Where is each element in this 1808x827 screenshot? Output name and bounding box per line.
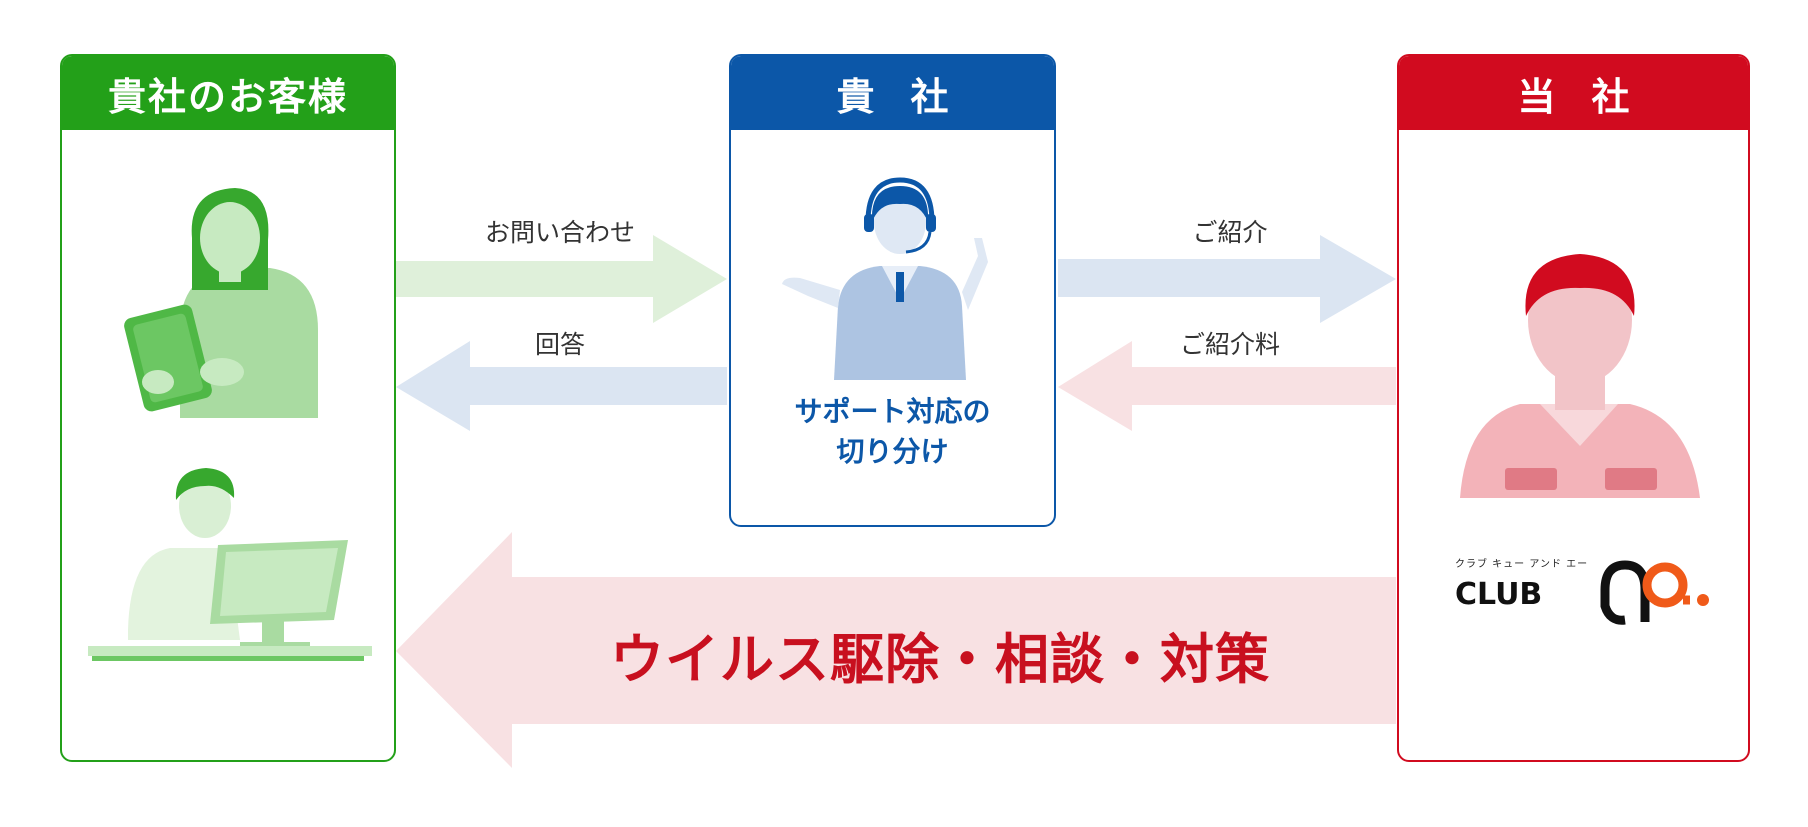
answer-arrow xyxy=(396,341,727,431)
logo-ruby-text: クラブ キュー アンド エー xyxy=(1455,559,1589,570)
inquiry-arrow xyxy=(396,235,727,323)
referral-arrow xyxy=(1058,235,1396,323)
logo-wordmark: CLUB xyxy=(1455,577,1543,612)
club-qa-logo: クラブ キュー アンド エー CLUB xyxy=(1455,555,1705,630)
support-caption-line1: サポート対応の xyxy=(794,395,991,428)
answer-label: 回答 xyxy=(534,330,585,359)
us-panel: 当社 xyxy=(1397,54,1750,762)
support-caption-line2: 切り分け xyxy=(836,435,949,468)
service-arrow xyxy=(396,532,1396,768)
client-panel-title: 貴社 xyxy=(731,56,1054,130)
customer-panel-title: 貴社のお客様 xyxy=(62,56,394,130)
referral-fee-arrow xyxy=(1058,341,1396,431)
inquiry-label: お問い合わせ xyxy=(484,218,635,247)
referral-label: ご紹介 xyxy=(1192,218,1268,247)
referral-fee-label: ご紹介料 xyxy=(1179,330,1280,359)
support-caption: サポート対応の 切り分け xyxy=(729,392,1056,472)
service-message: ウイルス駆除・相談・対策 xyxy=(610,628,1270,691)
us-panel-title: 当社 xyxy=(1399,56,1748,130)
customer-panel: 貴社のお客様 xyxy=(60,54,396,762)
